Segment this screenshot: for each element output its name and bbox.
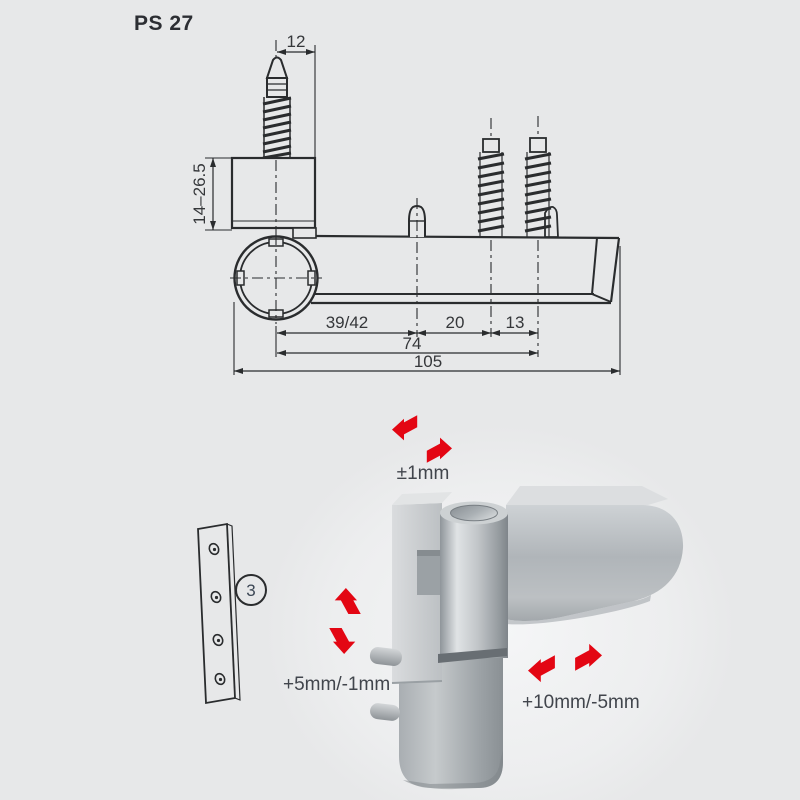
adjust-arrow-left-icon	[392, 415, 418, 441]
centerlines	[230, 40, 539, 357]
callout-number: 3	[246, 581, 255, 600]
dim-39-42: 39/42	[326, 313, 369, 332]
dim-105: 105	[414, 352, 442, 371]
render-frame-plate	[391, 492, 452, 684]
clamp-block-drawing	[230, 156, 317, 239]
adjustment-label-top: ±1mm	[396, 463, 450, 484]
adjustment-label-left: +5mm/-1mm	[283, 674, 391, 695]
callout-circle	[235, 574, 267, 606]
mounting-plate-drawing: 3	[197, 522, 267, 705]
render-arm	[506, 486, 684, 625]
hinge-side-view: 12 14–26.5 39/42 20 13 74 105	[190, 32, 621, 375]
dim-12: 12	[287, 32, 306, 51]
render-barrel	[440, 501, 508, 658]
frame-screw-drawing	[262, 56, 292, 160]
peg-behind-screw-drawing	[544, 205, 559, 238]
extension-lines	[205, 45, 621, 375]
sash-screw-1-drawing	[477, 138, 505, 237]
adjustment-label-right: +10mm/-5mm	[522, 692, 640, 713]
plate-hole-centers	[212, 547, 223, 682]
hinge-arm-drawing	[310, 234, 621, 305]
dim-20: 20	[446, 313, 465, 332]
dim-13: 13	[506, 313, 525, 332]
page-title: PS 27	[134, 12, 194, 35]
sash-screw-2-drawing	[524, 137, 552, 237]
dim-clamp-range: 14–26.5	[190, 163, 209, 224]
hinge-3d-render	[265, 425, 735, 800]
render-pins	[369, 647, 402, 721]
dimension-arrowheads	[210, 49, 620, 374]
render-hinge-gap	[438, 648, 507, 663]
dim-74: 74	[403, 334, 422, 353]
